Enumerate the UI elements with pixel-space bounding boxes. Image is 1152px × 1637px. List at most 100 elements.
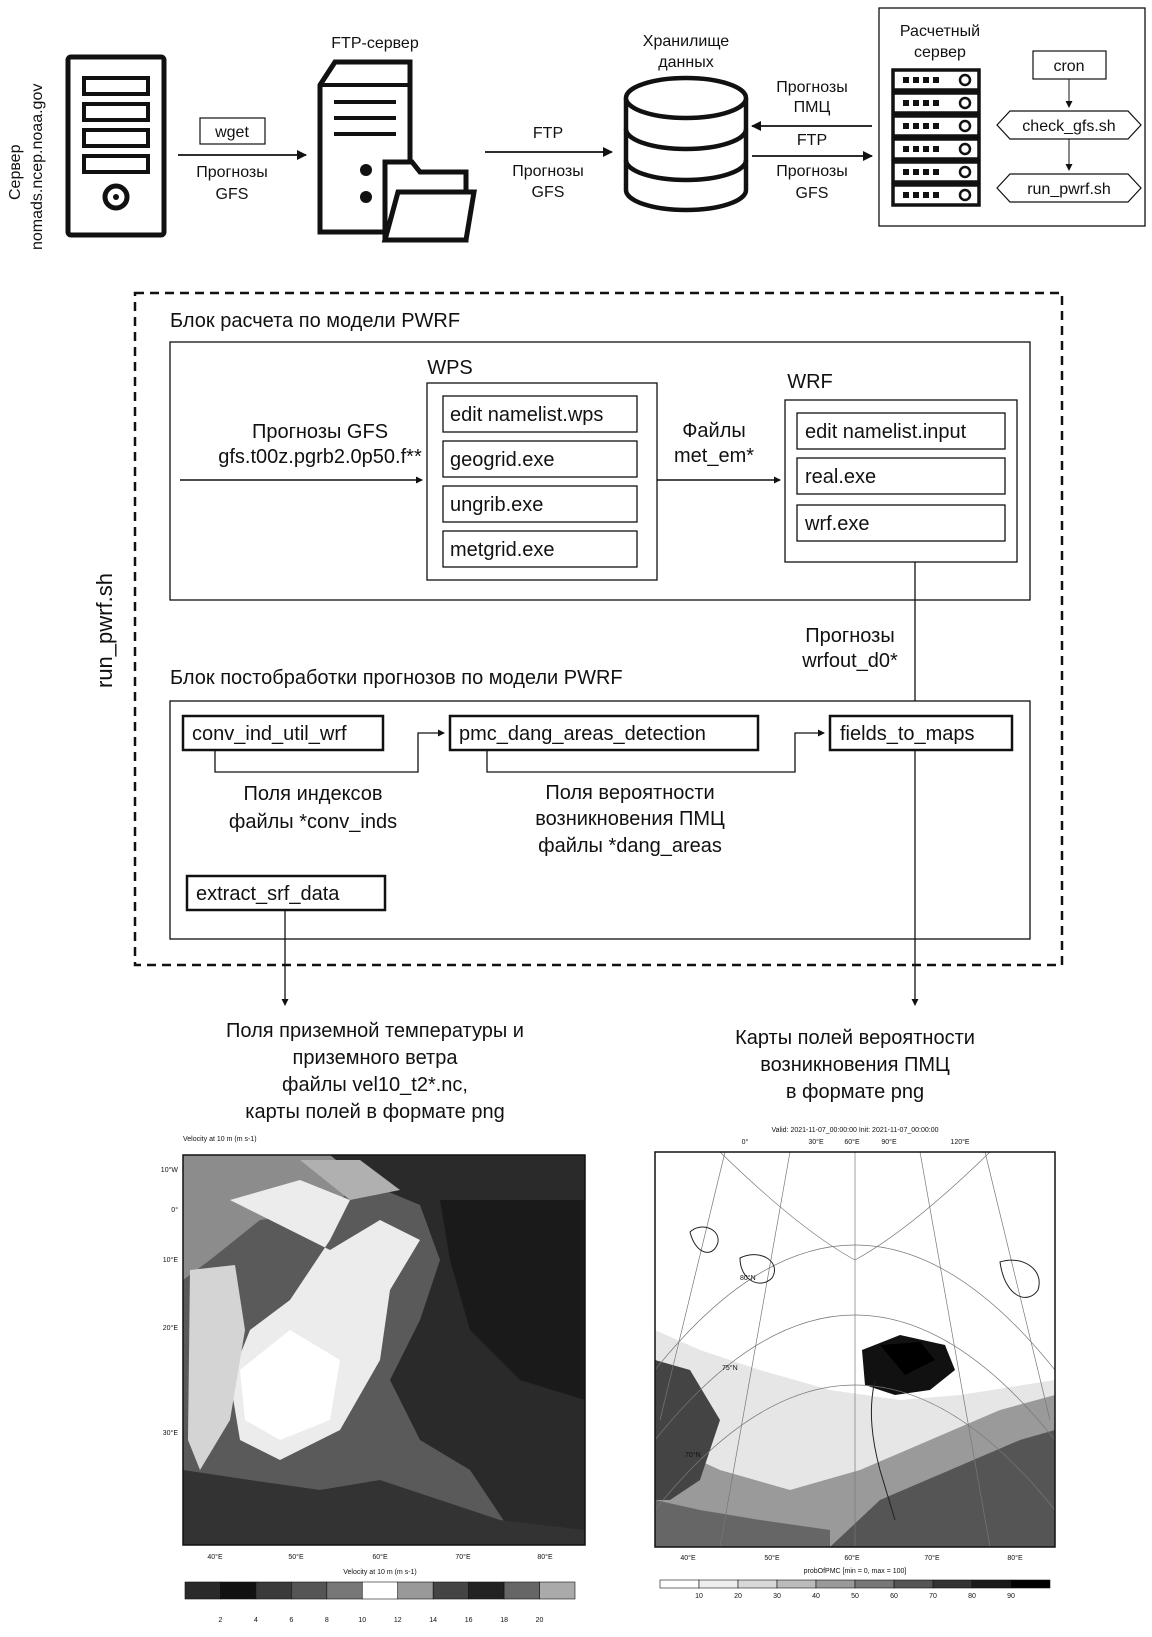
rack-knob: [958, 73, 972, 87]
folder-icon: [381, 159, 477, 243]
wps-step-box-1: [442, 395, 638, 433]
rack-knob: [958, 96, 972, 110]
colorbar-swatch: [659, 1579, 700, 1589]
wps-title: WPS: [427, 357, 473, 379]
rack-led: [903, 146, 909, 152]
colorbar-tick-label: 10: [358, 1617, 366, 1624]
rack-led: [913, 77, 919, 83]
rack-led: [913, 192, 919, 198]
rack-led: [923, 100, 929, 106]
pmc-detection-box: [448, 714, 760, 752]
wrf-step-box-3: [796, 504, 1006, 542]
wind-velocity-map: Velocity at 10 m (m s-1) 10°W 0° 10°E 20…: [161, 1136, 586, 1624]
right-top-label-5: 120°E: [950, 1138, 969, 1146]
rack-led: [903, 123, 909, 129]
fields-to-maps-box: [828, 714, 1014, 752]
right-output-line2: возникновения ПМЦ: [760, 1054, 950, 1076]
rack-led: [913, 169, 919, 175]
colorbar-swatch: [397, 1581, 434, 1600]
rack-knob: [958, 188, 972, 202]
server-label-line2: nomads.ncep.noaa.gov: [29, 84, 46, 250]
right-output-line3: в формате png: [786, 1081, 924, 1103]
ftp-server-title: FTP-сервер: [331, 35, 419, 52]
left-lat-label-3: 10°E: [163, 1256, 179, 1264]
pmc-detection-label: pmc_dang_areas_detection: [459, 723, 706, 745]
left-lon-label-2: 50°E: [288, 1553, 304, 1561]
arrow-pmc-to-maps: [486, 729, 825, 773]
wps-step-box-3: [442, 485, 638, 523]
colorbar-swatch: [326, 1581, 363, 1600]
left-lat-label-4: 20°E: [163, 1324, 179, 1332]
left-lon-label-3: 60°E: [372, 1553, 388, 1561]
rack-led: [903, 169, 909, 175]
rack-led: [933, 123, 939, 129]
colorbar-tick-label: 30: [773, 1593, 781, 1600]
colorbar-swatch: [255, 1581, 292, 1600]
colorbar-tick-label: 6: [289, 1617, 293, 1624]
gfs-forecasts-label-2-line2: GFS: [532, 184, 565, 201]
run-pwrf-dashed-frame: [133, 291, 1064, 967]
right-lon-label-5: 80°E: [1007, 1554, 1023, 1562]
post-block-title: Блок постобработки прогнозов по модели P…: [170, 667, 623, 689]
wps-step-box-2: [442, 440, 638, 478]
conv-ind-box: [181, 714, 385, 752]
colorbar-swatch: [737, 1579, 778, 1589]
run-pwrf-hexagon: [996, 173, 1142, 203]
gfs-forecasts-label-1-line2: GFS: [216, 186, 249, 203]
right-top-label-3: 60°E: [844, 1138, 860, 1146]
right-top-label-1: 0°: [742, 1138, 749, 1146]
pmc-probability-map: Valid: 2021-11-07_00:00:00 Init: 2021-11…: [654, 1127, 1056, 1600]
right-lon-label-3: 60°E: [844, 1554, 860, 1562]
rack-led: [923, 146, 929, 152]
wps-step-2: geogrid.exe: [450, 449, 555, 471]
database-icon: [623, 75, 749, 213]
colorbar-swatch: [776, 1579, 817, 1589]
pmc-output-line3: файлы *dang_areas: [538, 835, 722, 857]
wrf-step-box-1: [796, 412, 1006, 450]
wps-step-3: ungrib.exe: [450, 494, 543, 516]
right-lat-label-2: 75°N: [722, 1364, 738, 1372]
compute-server-title-line2: сервер: [914, 44, 966, 61]
rack-led: [923, 192, 929, 198]
rack-led: [933, 146, 939, 152]
gfs-forecasts-label-1-line1: Прогнозы: [196, 164, 268, 181]
right-top-label-2: 30°E: [808, 1138, 824, 1146]
right-output-line1: Карты полей вероятности: [735, 1027, 975, 1049]
colorbar-tick-label: 10: [695, 1593, 703, 1600]
colorbar-tick-label: 2: [219, 1617, 223, 1624]
rack-led: [923, 169, 929, 175]
colorbar-tick-label: 16: [465, 1617, 473, 1624]
colorbar-tick-label: 40: [812, 1593, 820, 1600]
left-lat-label-1: 10°W: [161, 1166, 179, 1174]
colorbar-swatch: [698, 1579, 739, 1589]
colorbar-tick-label: 80: [968, 1593, 976, 1600]
conv-output-line2: файлы *conv_inds: [229, 811, 397, 833]
rack-knob: [958, 142, 972, 156]
rack-led: [913, 146, 919, 152]
left-lat-label-5: 30°E: [163, 1429, 179, 1437]
conv-ind-label: conv_ind_util_wrf: [192, 723, 347, 745]
wrf-title: WRF: [787, 371, 833, 393]
wrf-step-2: real.exe: [805, 466, 876, 488]
left-lat-label-2: 0°: [171, 1206, 178, 1214]
fields-to-maps-label: fields_to_maps: [840, 723, 975, 745]
rack-led: [903, 100, 909, 106]
right-lat-label-1: 80°N: [740, 1274, 756, 1282]
pwrf-compute-block: Блок расчета по модели PWRF Прогнозы GFS…: [169, 310, 1031, 601]
rack-led: [933, 100, 939, 106]
wrf-step-1: edit namelist.input: [805, 421, 967, 443]
gfs-forecasts-label-2-line1: Прогнозы: [512, 163, 584, 180]
ftp-label-2: FTP: [797, 132, 827, 149]
rack-led: [903, 77, 909, 83]
left-lon-label-4: 70°E: [455, 1553, 471, 1561]
gfs-forecasts-label-3-line1: Прогнозы: [776, 163, 848, 180]
colorbar-swatch: [1010, 1579, 1051, 1589]
left-map-raster: [183, 1155, 585, 1545]
colorbar-tick-label: 70: [929, 1593, 937, 1600]
pmc-forecasts-label-line1: Прогнозы: [776, 79, 848, 96]
left-lon-label-1: 40°E: [207, 1553, 223, 1561]
right-lon-label-1: 40°E: [680, 1554, 696, 1562]
check-gfs-hexagon: [996, 110, 1142, 140]
wrfout-label-line1: Прогнозы: [805, 625, 894, 647]
right-lat-label-3: 70°N: [685, 1451, 701, 1459]
